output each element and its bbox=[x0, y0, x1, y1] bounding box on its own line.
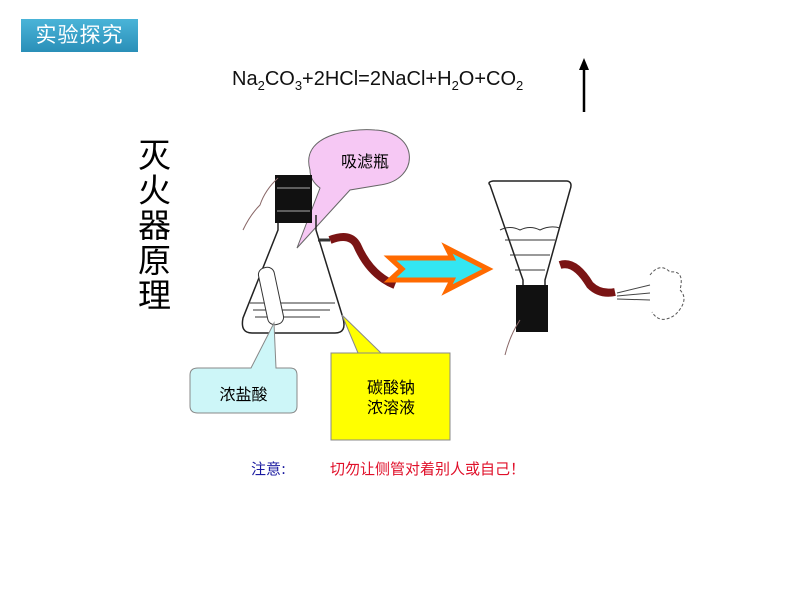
suction-flask bbox=[241, 175, 397, 334]
gas-up-arrow-icon bbox=[579, 58, 589, 112]
solution-callout-line: 碳酸钠 bbox=[366, 378, 415, 397]
side-title-char: 理 bbox=[138, 276, 171, 315]
side-title-char: 灭 bbox=[138, 136, 171, 175]
solution-callout-shape bbox=[330, 314, 451, 441]
flask-callout-shape bbox=[296, 129, 410, 249]
side-title: 灭 火 器 原 理 bbox=[138, 138, 178, 313]
note-label: 注意: bbox=[251, 460, 287, 478]
acid-callout: 浓盐酸 bbox=[219, 385, 268, 404]
chemical-equation: Na2CO3+2HCl=2NaCl+H2O+CO2 bbox=[232, 68, 524, 93]
section-badge: 实验探究 bbox=[21, 19, 138, 52]
side-title-char: 火 bbox=[138, 171, 171, 210]
transition-arrow-icon bbox=[383, 242, 494, 296]
inverted-flask bbox=[488, 180, 685, 356]
side-title-char: 原 bbox=[138, 241, 171, 280]
side-title-char: 器 bbox=[138, 206, 171, 245]
solution-callout-line: 浓溶液 bbox=[366, 398, 415, 417]
acid-callout-shape bbox=[189, 321, 298, 414]
solution-callout: 碳酸钠 浓溶液 bbox=[331, 378, 451, 418]
flask-callout: 吸滤瓶 bbox=[340, 152, 389, 171]
note-warning: 切勿让侧管对着别人或自己！ bbox=[330, 460, 526, 478]
